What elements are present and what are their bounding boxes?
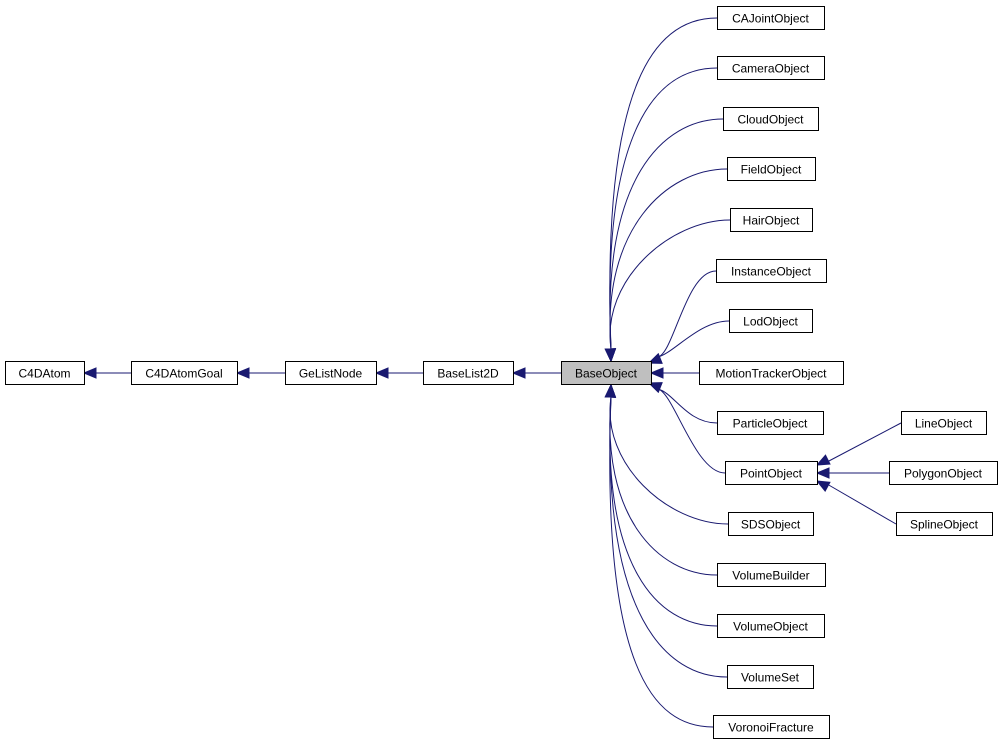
class-node-volumeset[interactable]: VolumeSet [727, 665, 814, 689]
class-node-label: SDSObject [741, 518, 801, 532]
class-node-cameraobject[interactable]: CameraObject [717, 56, 825, 80]
class-node-label: PointObject [740, 467, 803, 481]
edge-motiontrackerobject-to-baseobject [649, 367, 699, 379]
inheritance-edges [82, 17, 902, 728]
edge-fieldobject-to-baseobject [604, 168, 728, 363]
edge-pointobject-to-baseobject [647, 382, 726, 474]
edge-lineobject-to-pointobject [815, 422, 902, 466]
edge-gelistnode-to-c4datomgoal [235, 367, 285, 379]
class-node-splineobject[interactable]: SplineObject [896, 512, 993, 536]
class-node-cajointobject[interactable]: CAJointObject [717, 6, 825, 30]
edge-voronoifracture-to-baseobject [604, 383, 714, 728]
edge-hairobject-to-baseobject [604, 219, 731, 363]
edge-volumeset-to-baseobject [604, 383, 728, 678]
class-node-hairobject[interactable]: HairObject [730, 208, 813, 232]
class-node-voronoifracture[interactable]: VoronoiFracture [713, 715, 830, 739]
class-node-label: C4DAtomGoal [145, 367, 222, 381]
class-node-volumeobject[interactable]: VolumeObject [717, 614, 825, 638]
class-node-c4datomgoal[interactable]: C4DAtomGoal [131, 361, 238, 385]
edge-polygonobject-to-pointobject [815, 467, 889, 479]
class-node-fieldobject[interactable]: FieldObject [727, 157, 816, 181]
edge-splineobject-to-pointobject [815, 480, 897, 525]
class-node-label: GeListNode [299, 367, 363, 381]
class-node-label: PolygonObject [904, 467, 983, 481]
class-node-label: BaseList2D [437, 367, 499, 381]
edge-cloudobject-to-baseobject [604, 118, 724, 363]
class-node-label: HairObject [743, 214, 800, 228]
class-nodes: C4DAtom C4DAtomGoal GeListNode BaseList2D Ba… [5, 6, 998, 739]
class-node-label: ParticleObject [733, 417, 808, 431]
class-node-label: VolumeObject [733, 620, 808, 634]
class-node-gelistnode[interactable]: GeListNode [285, 361, 377, 385]
class-node-baseobject[interactable]: BaseObject [561, 361, 652, 385]
class-node-lineobject[interactable]: LineObject [901, 411, 987, 435]
class-node-label: InstanceObject [731, 265, 812, 279]
class-node-lodobject[interactable]: LodObject [729, 309, 813, 333]
class-node-label: BaseObject [575, 367, 638, 381]
edge-volumeobject-to-baseobject [604, 383, 718, 627]
class-node-polygonobject[interactable]: PolygonObject [889, 461, 998, 485]
edge-baseobject-to-baselist2d [511, 367, 561, 379]
class-node-label: VolumeBuilder [732, 569, 809, 583]
class-node-label: CloudObject [737, 113, 804, 127]
class-node-label: C4DAtom [18, 367, 70, 381]
class-node-label: LineObject [915, 417, 973, 431]
class-node-baselist2d[interactable]: BaseList2D [423, 361, 514, 385]
class-node-label: VolumeSet [741, 671, 800, 685]
class-node-volumebuilder[interactable]: VolumeBuilder [717, 563, 826, 587]
class-node-label: SplineObject [910, 518, 979, 532]
edge-instanceobject-to-baseobject [647, 270, 717, 364]
class-node-label: CAJointObject [732, 12, 809, 26]
class-node-label: MotionTrackerObject [716, 367, 828, 381]
class-node-label: FieldObject [741, 163, 802, 177]
class-node-motiontrackerobject[interactable]: MotionTrackerObject [699, 361, 844, 385]
class-node-sdsobject[interactable]: SDSObject [728, 512, 814, 536]
class-node-label: LodObject [743, 315, 798, 329]
class-node-instanceobject[interactable]: InstanceObject [716, 259, 827, 283]
edge-volumebuilder-to-baseobject [604, 383, 718, 576]
edge-lodobject-to-baseobject [647, 320, 730, 364]
class-node-cloudobject[interactable]: CloudObject [723, 107, 819, 131]
class-node-particleobject[interactable]: ParticleObject [717, 411, 824, 435]
class-node-label: CameraObject [732, 62, 810, 76]
class-node-label: VoronoiFracture [728, 721, 814, 735]
class-node-pointobject[interactable]: PointObject [725, 461, 818, 485]
edge-baselist2d-to-gelistnode [374, 367, 423, 379]
edge-c4datomgoal-to-c4datom [82, 367, 131, 379]
class-node-c4datom[interactable]: C4DAtom [5, 361, 85, 385]
